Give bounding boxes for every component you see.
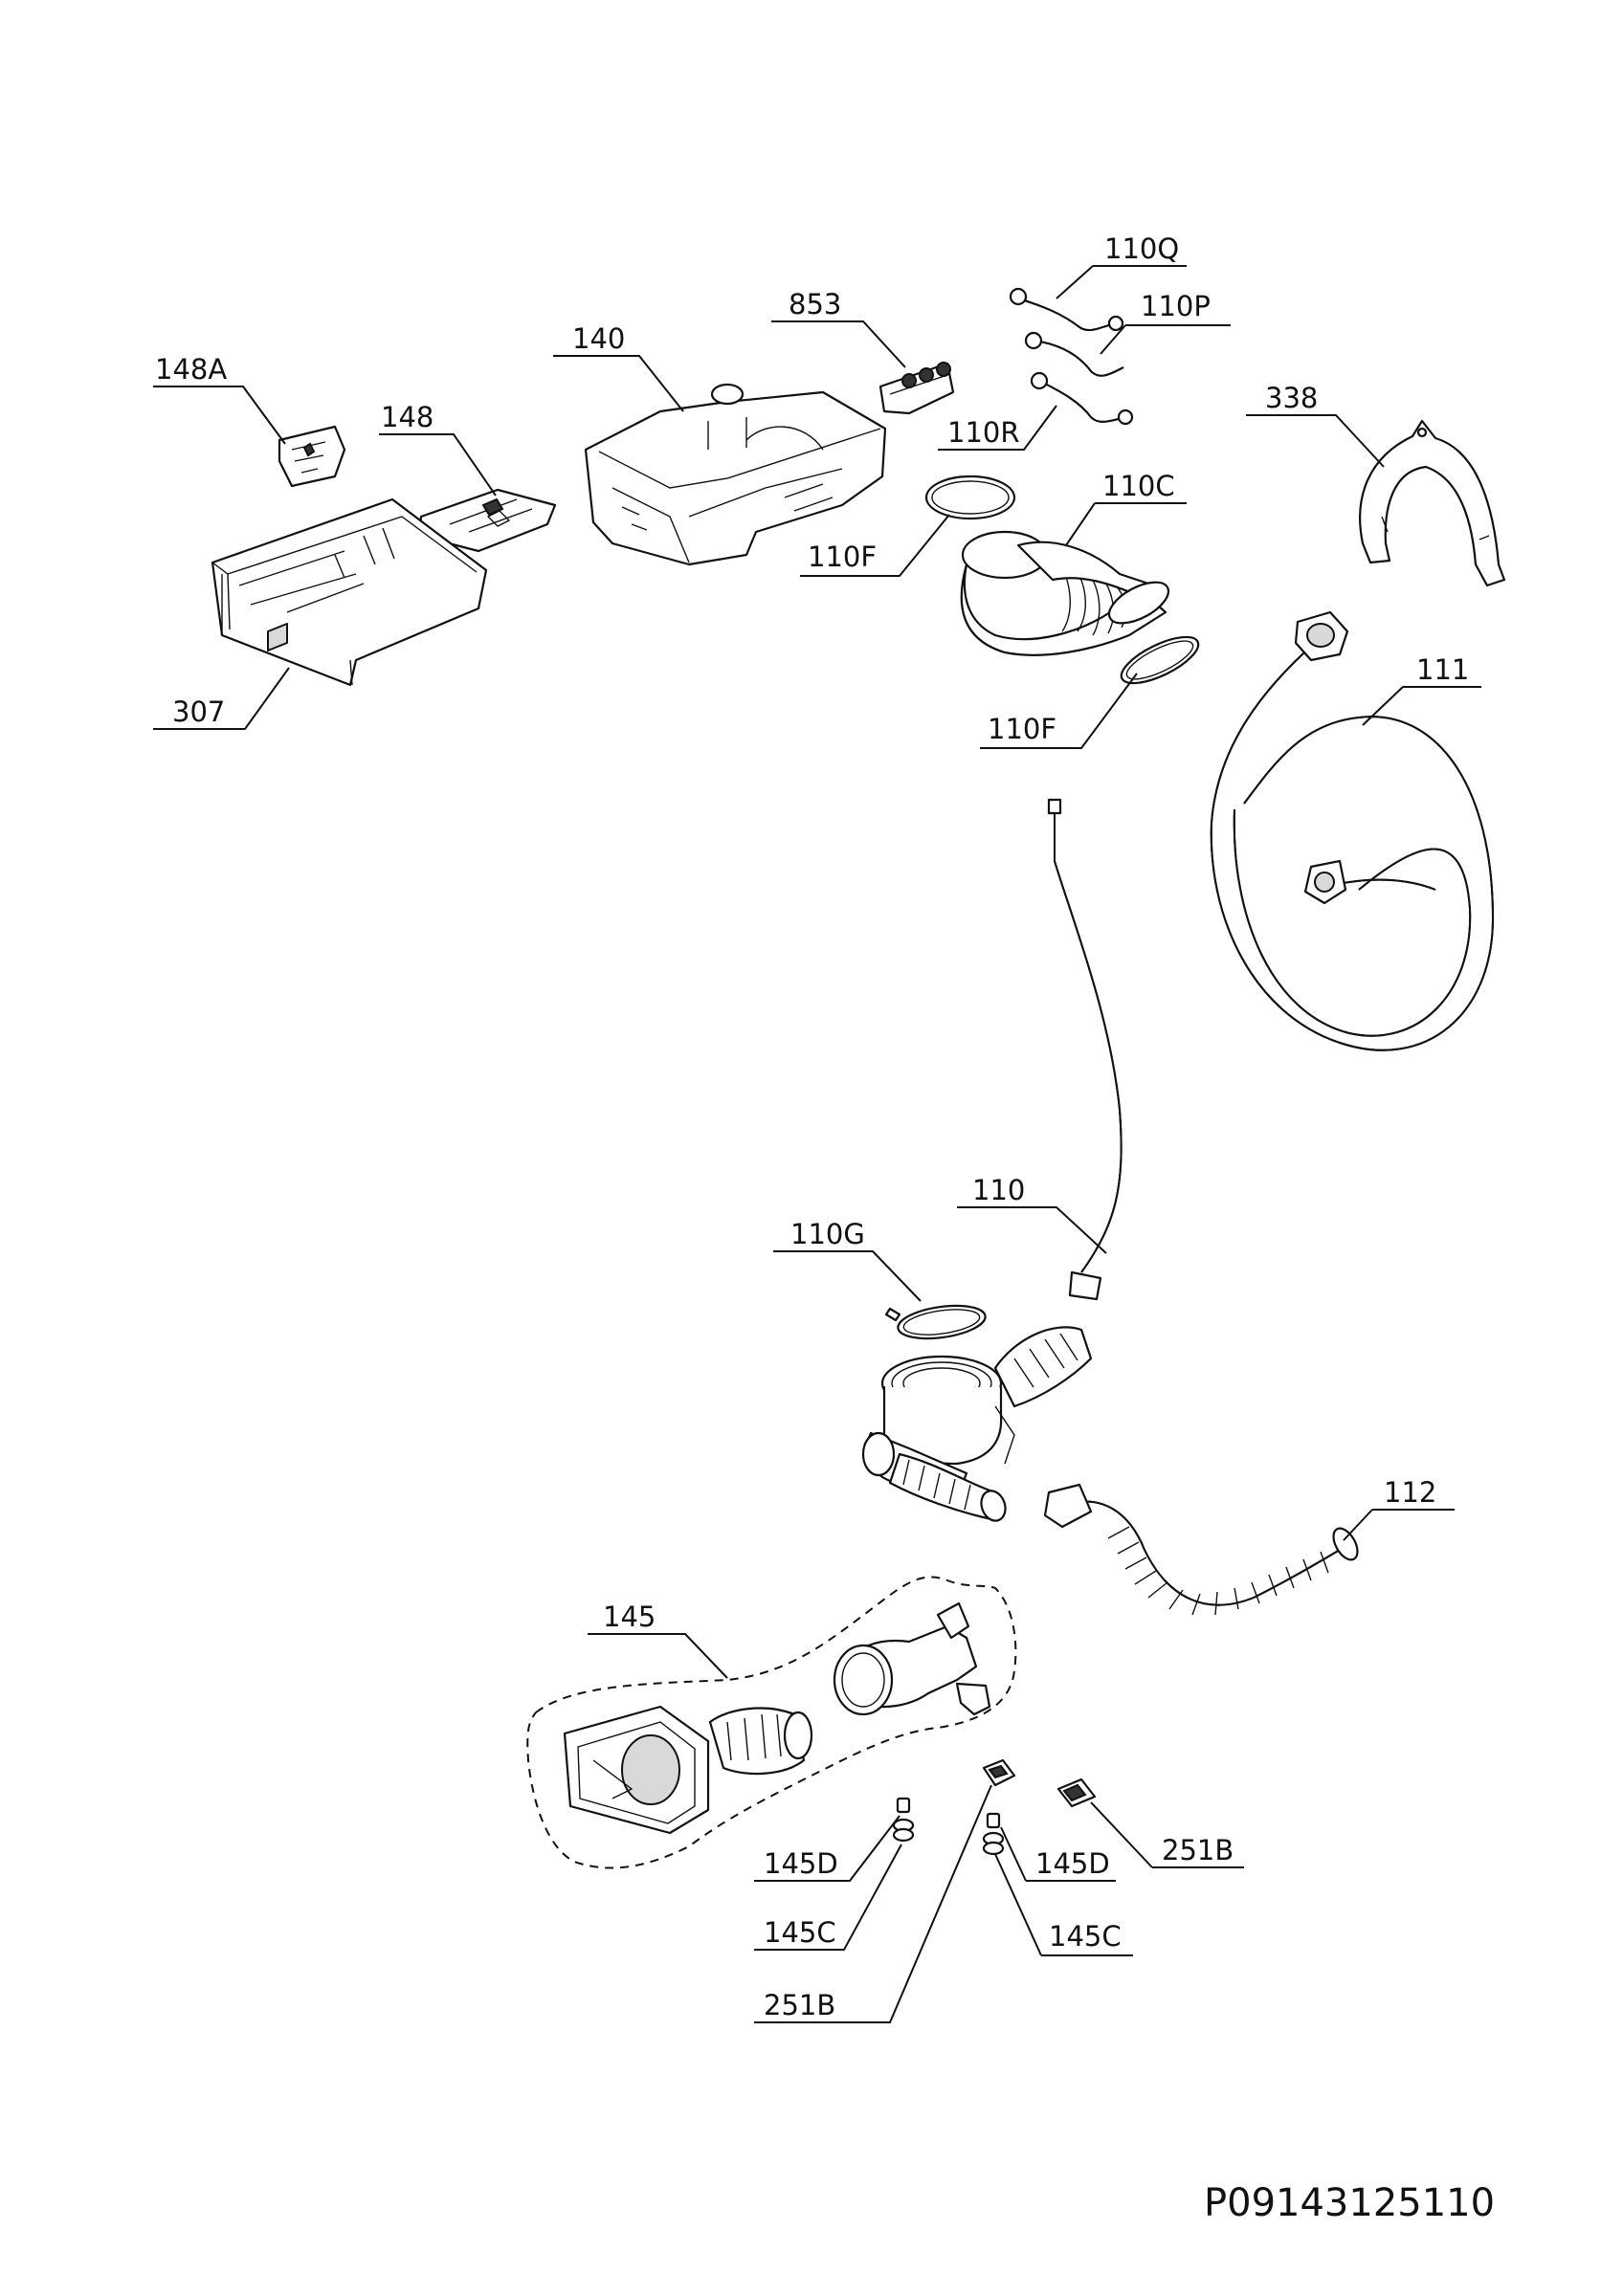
part-110F-ring-upper [924,475,1016,520]
part-140-dispenser-housing [584,383,887,566]
label-307: 307 [172,695,225,728]
part-110-sump-hose [1047,798,1123,1301]
callout-145D-left: 145D [754,1815,900,1882]
part-145-pump-kit [526,1576,1017,1869]
callout-140: 140 [553,322,684,412]
label-110F-upper: 110F [808,541,877,573]
label-110Q: 110Q [1104,232,1179,265]
part-145C-right [982,1831,1005,1856]
callout-110Q: 110Q [1056,232,1187,299]
part-110R-hose [1030,371,1134,426]
label-110: 110 [972,1174,1025,1206]
part-853-valve [878,362,955,415]
part-110C-bellows [960,530,1170,656]
label-140: 140 [572,322,625,355]
callout-110F-lower: 110F [980,673,1138,749]
label-110R: 110R [947,416,1020,449]
label-145: 145 [603,1601,656,1633]
part-112-drain-hose [1043,1483,1359,1616]
callout-148A: 148A [153,353,286,445]
callout-148: 148 [379,401,497,497]
label-110G: 110G [790,1218,865,1250]
part-338-hose-guide [1359,419,1506,587]
label-338: 338 [1265,382,1318,414]
callout-110G: 110G [773,1218,922,1302]
label-145C-right: 145C [1049,1920,1122,1953]
part-110G-clamp [884,1304,987,1340]
callout-251B-left: 251B [754,1784,992,2023]
callout-110F-upper: 110F [800,514,950,577]
part-307-dispenser-drawer [211,497,488,687]
label-111: 111 [1416,653,1469,686]
part-110Q-hose [1009,287,1124,332]
label-145D-right: 145D [1035,1847,1110,1880]
callout-145: 145 [588,1601,728,1679]
label-110F-lower: 110F [988,713,1056,745]
label-110C: 110C [1102,470,1175,502]
callout-110C: 110C [1065,470,1187,546]
label-853: 853 [789,288,841,320]
callout-145C-right: 145C [994,1853,1133,1956]
part-110P-hose [1024,331,1124,377]
label-251B-right: 251B [1162,1834,1234,1866]
callout-111: 111 [1362,653,1481,726]
callout-110: 110 [957,1174,1107,1254]
part-148A-clip [278,425,346,488]
document-id: P09143125110 [1204,2181,1495,2225]
label-145D-left: 145D [764,1847,838,1880]
part-251B-right [1056,1777,1097,1808]
part-111-inlet-hose [1210,610,1495,1051]
part-sump-assembly [861,1326,1093,1522]
callout-853: 853 [771,288,906,368]
label-110P: 110P [1141,290,1211,322]
part-145D-right [986,1812,1001,1829]
label-148: 148 [381,401,434,433]
part-145C-left [892,1818,915,1843]
label-112: 112 [1384,1476,1436,1509]
callout-251B-right: 251B [1090,1801,1244,1868]
callout-110P: 110P [1100,290,1231,355]
label-251B-left: 251B [764,1989,835,2021]
part-251B-center [982,1758,1016,1787]
callout-145D-right: 145D [1000,1826,1116,1882]
callout-110R: 110R [938,405,1057,451]
callout-112: 112 [1343,1476,1455,1541]
part-145D-left [896,1797,911,1814]
callout-307: 307 [153,667,290,730]
callout-338: 338 [1246,382,1385,468]
part-110F-ring-lower [1120,635,1200,685]
label-148A: 148A [155,353,227,386]
callout-145C-left: 145C [754,1843,902,1951]
label-145C-left: 145C [764,1916,836,1949]
